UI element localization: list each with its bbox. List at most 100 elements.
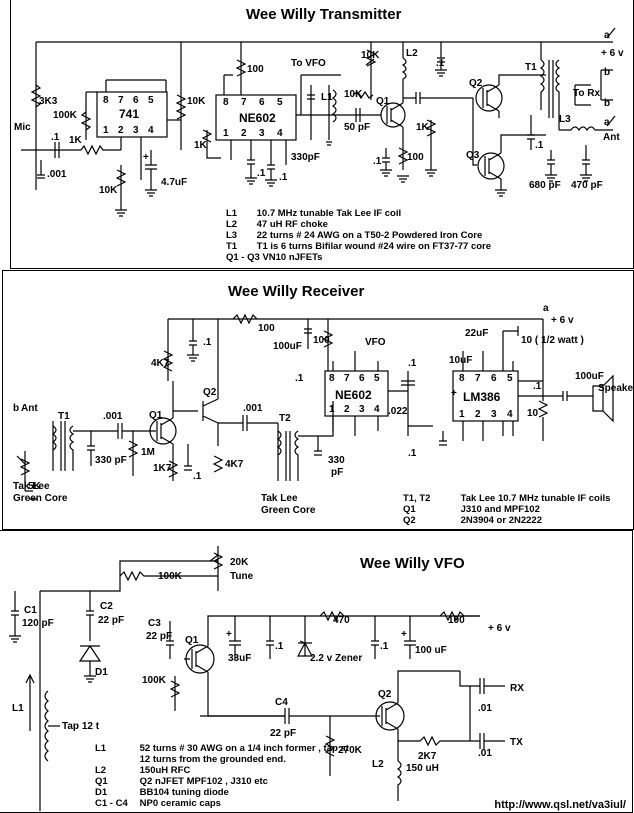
vfo-label-33uf: 33uF	[228, 653, 251, 664]
vfo-label-c1b: .1	[380, 641, 389, 652]
rx-label-t1: T1	[58, 411, 70, 422]
tx-label-100k-a: 100K	[53, 110, 78, 121]
tx-chip-741: 741	[119, 107, 139, 121]
tx-label-6v: + 6 v	[601, 48, 624, 59]
rx-label-c1-top: .1	[203, 337, 212, 348]
tx-label-3k3: 3K3	[39, 96, 58, 107]
transmitter-panel: Wee Willy Transmitter	[10, 0, 634, 269]
rx-note: Q1 J310 and MPF102	[403, 504, 540, 515]
rx-label-tak1: Tak Lee	[13, 481, 50, 492]
source-url[interactable]: http://www.qsl.net/va3iul/	[494, 799, 626, 811]
tx-note: L2 47 uH RF choke	[226, 219, 328, 230]
vfo-label-d1: D1	[95, 667, 108, 678]
vfo-label-c3: C3	[148, 618, 161, 629]
tx-label-c1-d: .1	[436, 58, 445, 69]
vfo-label-c4: C4	[275, 697, 288, 708]
vfo-label-100k-b: 100K	[142, 675, 167, 686]
rx-label-vfo: VFO	[365, 337, 386, 348]
rx-chip-ne602: NE602	[335, 388, 372, 402]
tx-741-pin-8: 8	[103, 95, 109, 106]
receiver-panel: Wee Willy Receiver	[2, 270, 634, 530]
tx-label-4u7: 4.7uF	[161, 177, 187, 188]
tx-note: L3 22 turns # 24 AWG on a T50-2 Powdered…	[226, 230, 483, 241]
tx-label-1k-c: 1K	[416, 122, 430, 133]
rx-label-10uf: 10uF	[449, 355, 472, 366]
vfo-note: C1 - C4 NP0 ceramic caps	[95, 798, 221, 809]
vfo-label-c01a: .01	[478, 703, 492, 714]
vfo-label-470: 470	[333, 615, 350, 626]
vfo-label-zener: 2.2 v Zener	[310, 653, 362, 664]
tx-label-a1: a	[604, 30, 610, 41]
vfo-label-q2: Q2	[378, 689, 392, 700]
tx-label-680pf: 680 pF	[529, 180, 561, 191]
rx-label-c001: .001	[103, 411, 123, 422]
rx-label-5k: 5K	[28, 481, 42, 492]
rx-label-a: a	[543, 303, 549, 314]
tx-label-q3: Q3	[466, 150, 480, 161]
tx-ne602-pin-6: 6	[259, 97, 265, 108]
tx-ne602-pin-4: 4	[277, 128, 283, 139]
rx-label-c1-b: .1	[295, 373, 304, 384]
rx-label-q2: Q2	[203, 387, 217, 398]
rx-label-speaker: Speaker	[598, 383, 633, 394]
vfo-label-plus-a: +	[226, 629, 232, 640]
rx-label-330pf: 330 pF	[95, 455, 127, 466]
transmitter-title: Wee Willy Transmitter	[246, 6, 402, 23]
rx-label-4k7-b: 4K7	[225, 459, 244, 470]
tx-label-ant: Ant	[603, 132, 620, 143]
rx-label-pf: pF	[331, 467, 343, 478]
rx-lm386-pin-7: 7	[475, 373, 481, 384]
vfo-label-270k: 270K	[338, 745, 363, 756]
vfo-label-100: 100	[448, 615, 465, 626]
tx-label-q1: Q1	[376, 96, 390, 107]
tx-ne602-pin-5: 5	[277, 97, 283, 108]
rx-ne602-pin-3: 3	[359, 404, 365, 415]
receiver-notes: T1, T2 Tak Lee 10.7 MHz tunable IF coils…	[403, 493, 610, 526]
tx-741-pin-5: 5	[148, 95, 154, 106]
rx-lm386-pin-2: 2	[475, 409, 481, 420]
tx-label-t1: T1	[525, 62, 537, 73]
rx-ne602-pin-2: 2	[344, 404, 350, 415]
vfo-label-100uf: 100 uF	[415, 645, 447, 656]
vfo-schematic: C1 120 pF C2 22 pF D1 100K 20K Tune C3 2…	[9, 546, 524, 811]
vfo-note: L2 150uH RFC	[95, 765, 191, 776]
rx-label-330: 330	[328, 455, 345, 466]
tx-741-pin-1: 1	[103, 125, 109, 136]
rx-ne602-pin-1: 1	[329, 404, 335, 415]
tx-label-1k-b: 1K	[194, 140, 208, 151]
vfo-label-plus-b: +	[401, 629, 407, 640]
tx-label-c001: .001	[47, 169, 67, 180]
tx-label-q2: Q2	[469, 78, 483, 89]
transmitter-schematic: Mic 3K3 .1 .001 1K 100K 10K 4.7uF + 10K …	[14, 27, 624, 217]
vfo-label-l2v: 150 uH	[406, 763, 439, 774]
tx-label-l3: L3	[559, 114, 571, 125]
tx-741-pin-3: 3	[133, 125, 139, 136]
rx-chip-lm386: LM386	[463, 390, 501, 404]
tx-741-pin-2: 2	[118, 125, 124, 136]
tx-label-c1-c: .1	[279, 172, 288, 183]
rx-label-ant: Ant	[21, 403, 38, 414]
receiver-schematic: b Ant 5K T1 .001 330 pF 1M Q1 4K7 1K7 .1…	[13, 303, 633, 516]
tx-label-l2: L2	[406, 48, 418, 59]
rx-label-6v: + 6 v	[551, 315, 574, 326]
rx-ne602-pin-7: 7	[344, 373, 350, 384]
vfo-label-6v: + 6 v	[488, 623, 511, 634]
rx-label-22uf: 22uF	[465, 328, 488, 339]
rx-label-plus: +	[451, 388, 457, 399]
vfo-label-2k7: 2K7	[418, 751, 437, 762]
vfo-title: Wee Willy VFO	[360, 555, 465, 572]
rx-label-100uf: 100uF	[273, 341, 302, 352]
rx-label-1k7: 1K7	[153, 463, 172, 474]
vfo-label-c01b: .01	[478, 748, 492, 759]
tx-ne602-pin-2: 2	[241, 128, 247, 139]
vfo-label-q1: Q1	[185, 635, 199, 646]
rx-ne602-pin-6: 6	[359, 373, 365, 384]
vfo-label-l2: L2	[372, 759, 384, 770]
tx-label-to-rx: To Rx	[573, 88, 600, 99]
rx-ne602-pin-4: 4	[374, 404, 380, 415]
tx-label-10k-a: 10K	[99, 185, 118, 196]
tx-label-plus-a: +	[143, 152, 149, 163]
vfo-label-c1v: 120 pF	[22, 618, 54, 629]
rx-label-1m: 1M	[141, 447, 155, 458]
tx-ne602-pin-1: 1	[223, 128, 229, 139]
